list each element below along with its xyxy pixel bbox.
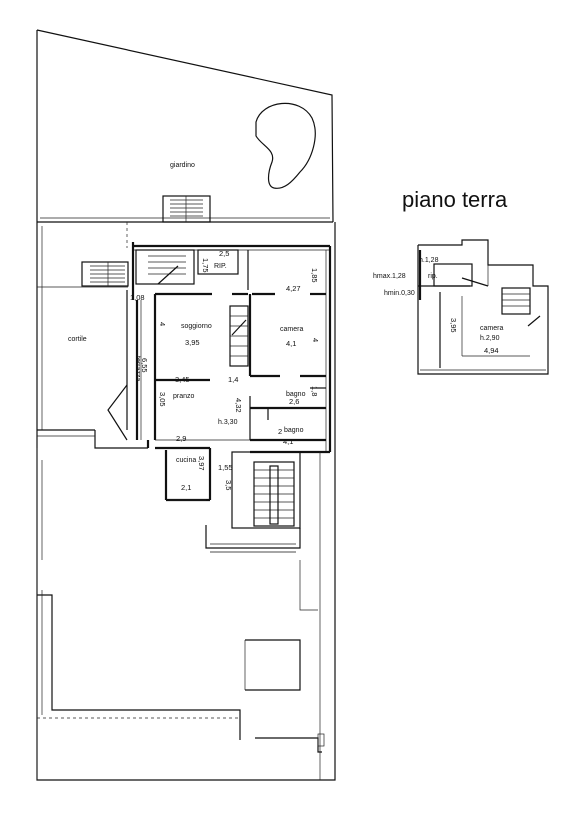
inset-rip-label: rip.: [428, 273, 438, 280]
apartment-walls: [36, 242, 332, 780]
garden-pond: [255, 102, 316, 189]
inset-camera-label: camera: [480, 325, 503, 332]
dim-label: 4,27: [286, 284, 301, 293]
dim-label: 6,55: [140, 358, 149, 373]
room-label-rip: RIP.: [214, 263, 227, 270]
dim-label: 4,94: [484, 346, 499, 355]
dim-label: 4,1: [283, 437, 293, 446]
room-label-cortile: cortile: [68, 336, 87, 343]
room-labels: giardino cortile soggiorno camera pranzo…: [68, 162, 306, 464]
dim-label: 1,75: [201, 258, 210, 273]
dim-label: 4,1: [286, 339, 296, 348]
dim-label: 2,6: [289, 397, 299, 406]
dim-label: 2,9: [176, 434, 186, 443]
inset-camera-height: h.2,90: [480, 335, 500, 342]
inset-plan: h.1,28 hmax.1,28 rip. hmin.0,30 camera h…: [373, 239, 549, 375]
dim-label: 1,85: [310, 268, 319, 283]
dim-label: 3,97: [197, 456, 206, 471]
dim-label: 2: [278, 427, 282, 436]
courtyard-steps: [81, 261, 129, 287]
dim-label: 3,5: [224, 480, 233, 490]
room-label-pranzo: pranzo: [173, 393, 195, 400]
dim-label: 1,4: [228, 375, 238, 384]
inset-hmin-label: hmin.0,30: [384, 290, 415, 297]
dim-label: 3,95: [185, 338, 200, 347]
inset-hmax-label: hmax.1,28: [373, 273, 406, 280]
dim-label: 4: [158, 322, 167, 326]
wall-hatching: [97, 447, 296, 553]
dim-label: 4,32: [234, 398, 243, 413]
room-label-terrazza: terrazza: [134, 356, 141, 381]
plan-title: piano terra: [402, 187, 508, 212]
dim-label: 1,08: [130, 293, 145, 302]
height-label: h.3,30: [218, 419, 238, 426]
dim-label: 3,05: [158, 392, 167, 407]
dim-label: 2,1: [181, 483, 191, 492]
room-label-giardino: giardino: [170, 162, 195, 169]
dim-label: 3,95: [449, 318, 458, 333]
room-label-soggiorno: soggiorno: [181, 323, 212, 330]
dimension-labels: 2,5 1,75 1,85 4,27 1,08 4 3,95 4,1 4 6,5…: [130, 249, 320, 492]
room-label-bagno-upper: bagno: [286, 391, 306, 398]
courtyard-walls: [37, 222, 148, 449]
garden-steps: [162, 195, 211, 223]
dim-label: 1,8: [310, 386, 319, 396]
room-label-bagno-lower: bagno: [284, 427, 304, 434]
room-label-cucina: cucina: [176, 457, 196, 464]
dim-label: 3,45: [175, 375, 190, 384]
room-label-camera: camera: [280, 326, 303, 333]
dim-label: 4: [311, 338, 320, 342]
dim-label: 1,55: [218, 463, 233, 472]
inset-height-label: h.1,28: [419, 257, 439, 264]
dim-label: 2,5: [219, 249, 229, 258]
